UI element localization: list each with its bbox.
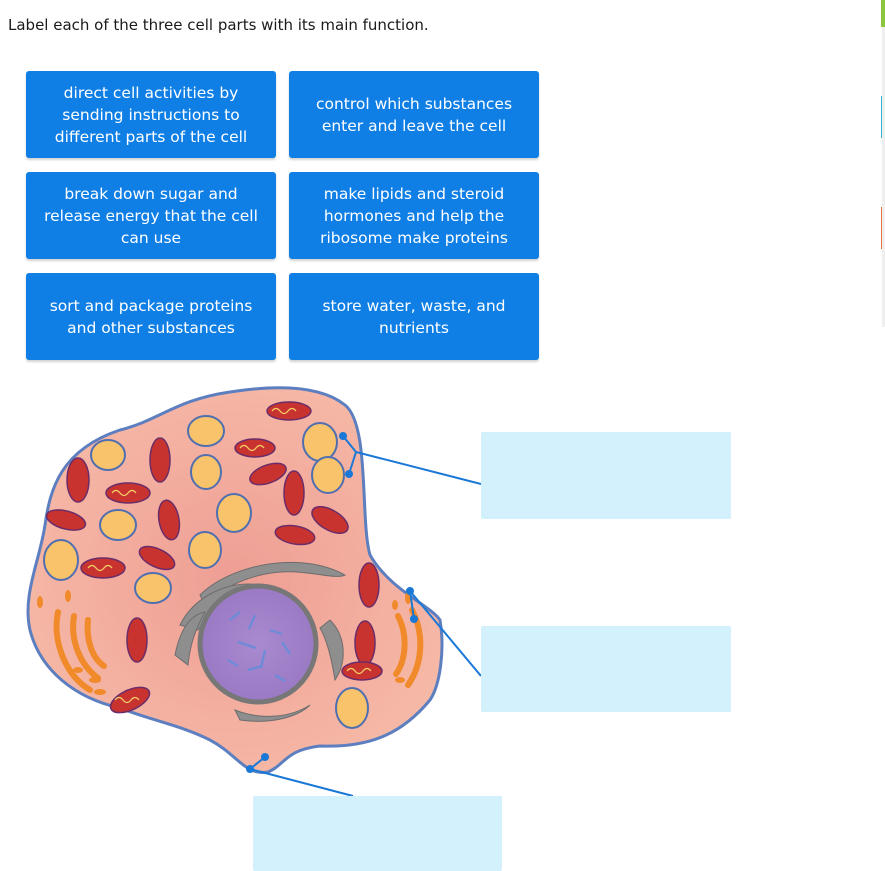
anchor-dots — [246, 432, 418, 773]
nucleus — [197, 583, 319, 705]
drop-target-vacuole[interactable] — [481, 432, 731, 519]
drop-target-cell-membrane[interactable] — [253, 796, 502, 871]
endoplasmic-reticulum — [53, 607, 424, 693]
answer-tile-store-water[interactable]: store water, waste, and nutrients — [289, 273, 539, 360]
answer-tile-break-down-sugar[interactable]: break down sugar and release energy that… — [26, 172, 276, 259]
mitochondria — [45, 401, 383, 714]
golgi-apparatus — [174, 561, 347, 722]
side-tab-green — [881, 0, 885, 27]
answer-tile-make-lipids[interactable]: make lipids and steroid hormones and hel… — [289, 172, 539, 259]
vacuoles — [43, 415, 369, 729]
answer-tile-direct-cell-activities[interactable]: direct cell activities by sending instru… — [26, 71, 276, 158]
answer-tile-control-substances[interactable]: control which substances enter and leave… — [289, 71, 539, 158]
chromatin — [227, 611, 292, 683]
side-rail — [882, 27, 885, 327]
er-ribosomes — [37, 590, 411, 695]
cell-diagram — [26, 386, 482, 797]
answer-tile-sort-package-proteins[interactable]: sort and package proteins and other subs… — [26, 273, 276, 360]
mitochondria-cristae — [87, 407, 372, 704]
drop-target-endoplasmic-reticulum[interactable] — [481, 626, 731, 712]
question-prompt: Label each of the three cell parts with … — [8, 16, 429, 34]
